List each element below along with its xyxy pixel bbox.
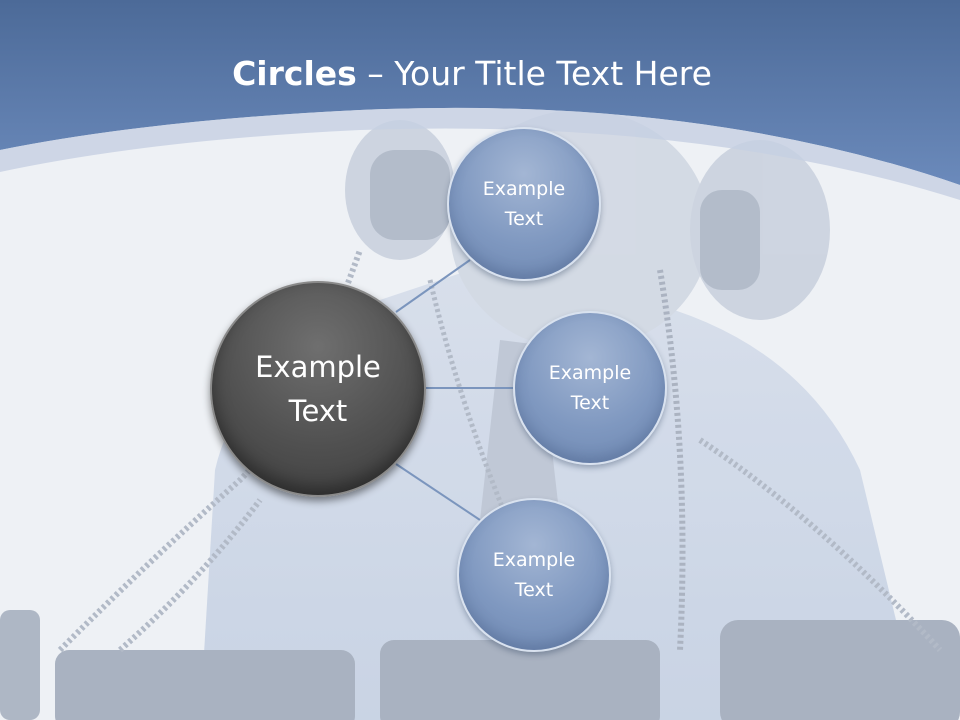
node-circle: Example Text — [447, 127, 601, 281]
center-circle: Example Text — [210, 281, 426, 497]
node-circle-label: Example Text — [482, 178, 566, 230]
connector-line — [395, 259, 471, 313]
title-rest: – Your Title Text Here — [356, 54, 712, 93]
node-circle: Example Text — [457, 498, 611, 652]
node-circle-label: Example Text — [492, 549, 576, 601]
title-bold: Circles — [232, 54, 357, 93]
connector-line — [395, 463, 481, 521]
center-circle-label: Example Text — [255, 350, 381, 428]
node-circle: Example Text — [513, 311, 667, 465]
page-title: Circles – Your Title Text Here — [0, 52, 944, 96]
node-circle-label: Example Text — [548, 362, 632, 414]
